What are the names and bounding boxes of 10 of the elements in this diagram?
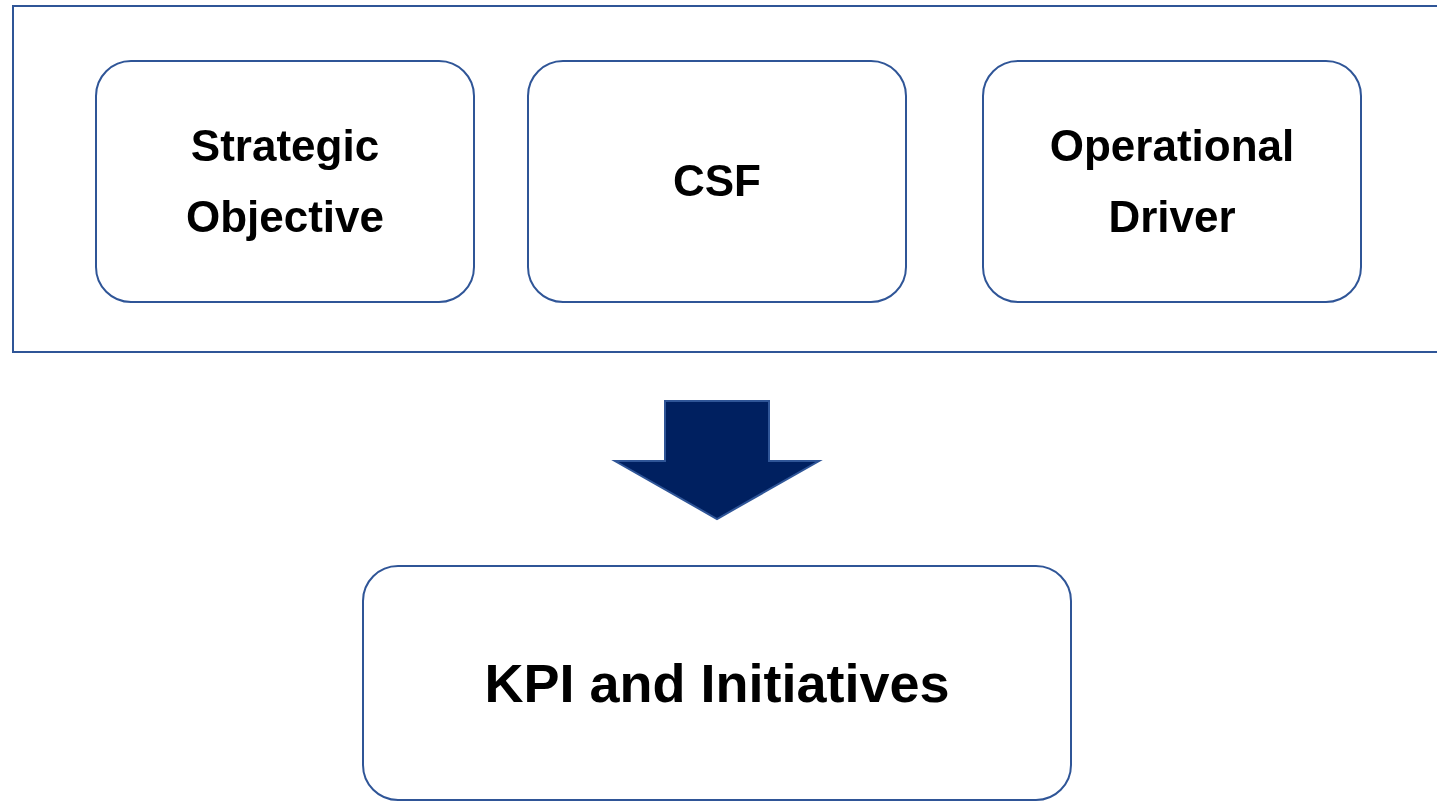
block-arrow xyxy=(611,400,823,521)
group-frame xyxy=(12,5,1437,353)
box-label: KPI and Initiatives xyxy=(484,651,950,715)
box-label: Operational Driver xyxy=(1048,120,1296,243)
box-label: Strategic Objective xyxy=(184,120,386,243)
box-label: CSF xyxy=(673,155,761,208)
rounded-box xyxy=(362,565,1072,801)
rounded-box xyxy=(95,60,475,303)
rounded-box xyxy=(982,60,1362,303)
rounded-box xyxy=(527,60,907,303)
